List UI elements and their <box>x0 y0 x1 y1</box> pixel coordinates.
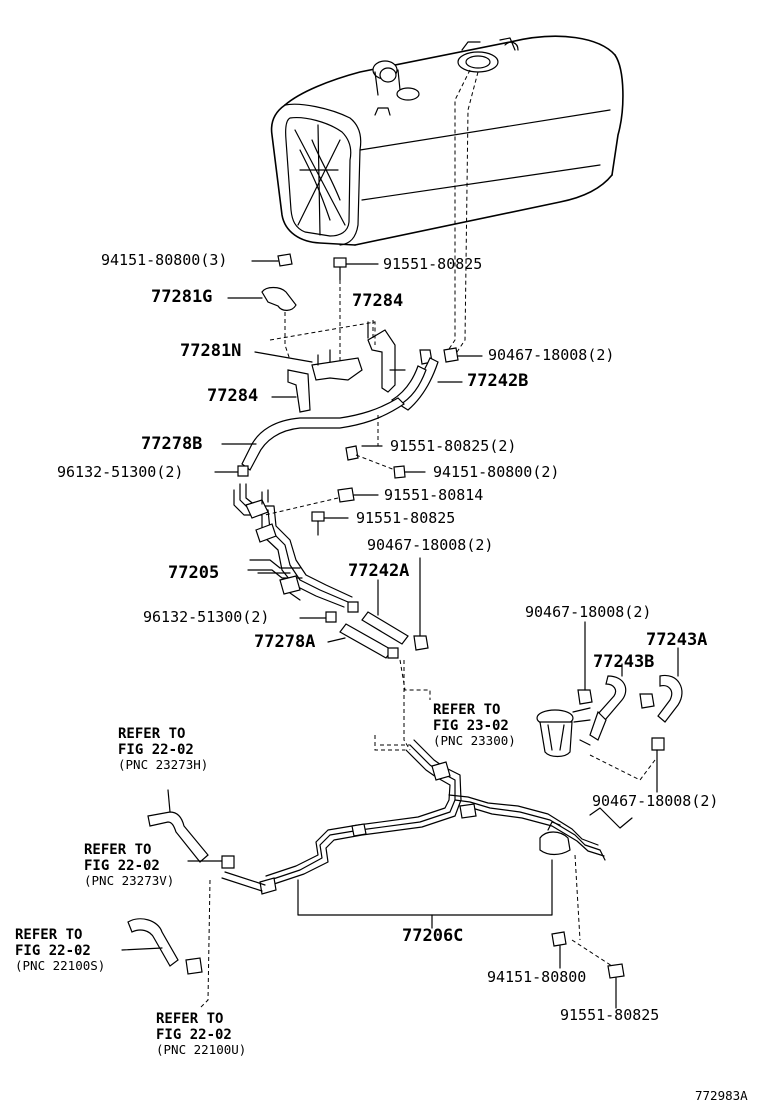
clip-90467-mid <box>413 557 429 651</box>
clip-22100U <box>185 879 211 1009</box>
label-90467-18008-right: 90467-18008(2) <box>525 603 652 621</box>
label-77278B: 77278B <box>141 434 203 454</box>
hose-77243A <box>657 647 683 723</box>
bolt-91551-low <box>571 854 625 1009</box>
refer-line3: (PNC 22100U) <box>156 1042 247 1058</box>
label-77242A: 77242A <box>348 561 410 581</box>
bolt-91551-80814 <box>264 487 379 516</box>
refer-fig-23-02: REFER TO FIG 23-02 (PNC 23300) <box>433 702 516 749</box>
refer-line2: FIG 22-02 <box>156 1027 232 1044</box>
label-94151-80800-3: 94151-80800(3) <box>101 251 228 269</box>
label-94151-80800-low: 94151-80800 <box>487 968 587 986</box>
refer-line3: (PNC 23300) <box>433 733 516 749</box>
clip-96132-mid <box>299 611 337 623</box>
label-91551-80825-top: 91551-80825 <box>383 255 483 273</box>
label-77205: 77205 <box>168 563 220 583</box>
refer-line1: REFER TO <box>118 726 186 742</box>
refer-fig-22-02-u: REFER TO FIG 22-02 (PNC 22100U) <box>156 1011 246 1058</box>
refer-line2: FIG 22-02 <box>15 943 91 960</box>
label-90467-18008-top: 90467-18008(2) <box>488 346 615 364</box>
label-77281G: 77281G <box>151 287 213 307</box>
clip-23273V <box>187 855 235 869</box>
clip-90467-right <box>577 621 655 709</box>
refer-line3: (PNC 22100S) <box>15 958 106 974</box>
refer-line1: REFER TO <box>156 1011 224 1027</box>
label-91551-80814: 91551-80814 <box>384 486 484 504</box>
hose-77278A <box>327 623 399 659</box>
label-91551-80825-low: 91551-80825 <box>560 1006 660 1024</box>
nut-94151-2 <box>393 465 426 479</box>
hose-77278B <box>221 397 405 471</box>
refer-line1: REFER TO <box>433 702 501 718</box>
bracket-77284-left <box>271 369 311 413</box>
label-77284-a: 77284 <box>352 291 404 311</box>
label-77243A: 77243A <box>646 630 708 650</box>
bolt-91551-mid <box>311 511 349 536</box>
bolt-91551-2 <box>345 415 396 471</box>
refer-line1: REFER TO <box>84 842 152 858</box>
refer-line3: (PNC 23273H) <box>118 757 209 773</box>
clamp-lower <box>539 821 571 856</box>
refer-fig-22-02-h: REFER TO FIG 22-02 (PNC 23273H) <box>118 726 208 773</box>
pipe-assembly-77205 <box>233 483 353 608</box>
refer-line1: REFER TO <box>15 927 83 943</box>
label-91551-80825-2: 91551-80825(2) <box>390 437 517 455</box>
label-90467-18008-low: 90467-18008(2) <box>592 792 719 810</box>
bracket-77281N <box>254 321 376 381</box>
refer-line2: FIG 22-02 <box>118 742 194 759</box>
clip-96132-top <box>214 465 249 477</box>
label-96132-51300-mid: 96132-51300(2) <box>143 608 270 626</box>
fuel-tank <box>270 35 624 246</box>
label-77284-b: 77284 <box>207 386 259 406</box>
fuel-filter <box>536 707 591 758</box>
refer-line2: FIG 23-02 <box>433 718 509 735</box>
label-77281N: 77281N <box>180 341 242 361</box>
hose-77243B <box>589 663 627 741</box>
tank-dashed-lines <box>444 69 479 356</box>
label-91551-80825-mid: 91551-80825 <box>356 509 456 527</box>
label-96132-51300-top: 96132-51300(2) <box>57 463 184 481</box>
pipe-assembly-77206C <box>221 735 633 895</box>
label-77278A: 77278A <box>254 632 316 652</box>
label-77243B: 77243B <box>593 652 655 672</box>
label-77242B: 77242B <box>467 371 529 391</box>
refer-fig-22-02-v: REFER TO FIG 22-02 (PNC 23273V) <box>84 842 174 889</box>
refer-line3: (PNC 23273V) <box>84 873 175 889</box>
refer-line2: FIG 22-02 <box>84 858 160 875</box>
label-94151-80800-2: 94151-80800(2) <box>433 463 560 481</box>
bolt-91551-top <box>333 257 379 362</box>
bracket-77284-right <box>367 320 406 393</box>
clip-90467-low <box>589 737 665 793</box>
hose-22100S <box>121 918 179 967</box>
hose-77242B <box>391 357 463 411</box>
cushion-77281G <box>227 286 297 361</box>
hose-23273H <box>147 789 209 863</box>
label-90467-18008-mid: 90467-18008(2) <box>367 536 494 554</box>
nut-94151-low <box>551 931 567 969</box>
leader-77206C <box>297 859 553 929</box>
refer-fig-22-02-s: REFER TO FIG 22-02 (PNC 22100S) <box>15 927 105 974</box>
hose-77242A <box>347 579 409 645</box>
diagram-code: 772983A <box>695 1088 748 1103</box>
label-77206C: 77206C <box>402 926 464 946</box>
nut-94151-top <box>277 253 293 267</box>
